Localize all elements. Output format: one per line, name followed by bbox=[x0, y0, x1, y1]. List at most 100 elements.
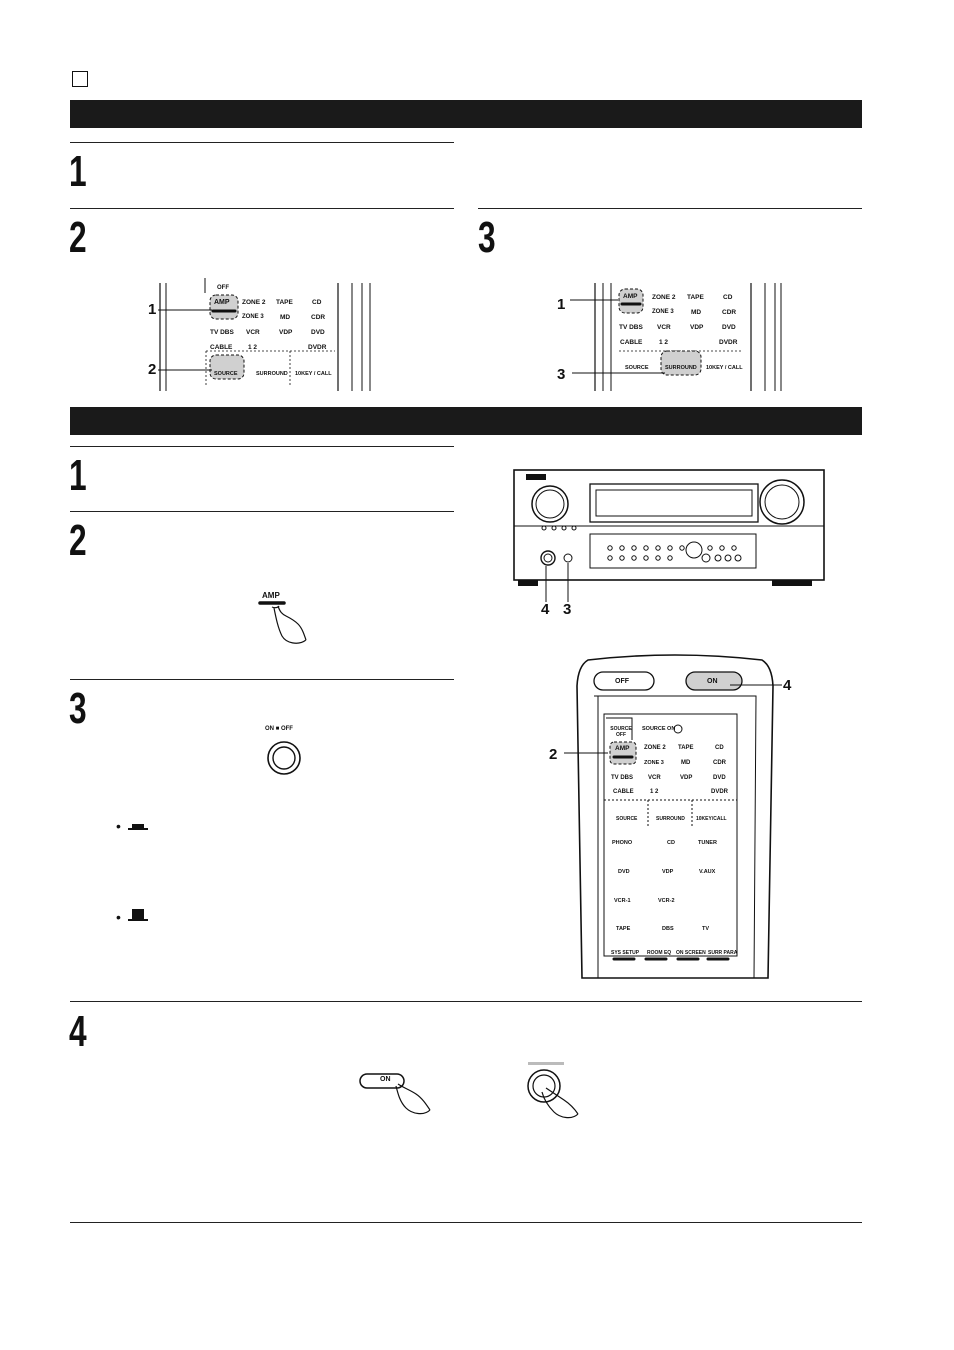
divider bbox=[70, 1001, 862, 1002]
section-header-bar-b bbox=[70, 407, 862, 435]
checkbox-icon bbox=[72, 71, 88, 87]
callout-leaders-a3 bbox=[570, 299, 665, 374]
room-eq-label: ROOM EQ bbox=[647, 950, 672, 956]
av-receiver-illustration bbox=[513, 469, 825, 602]
md-label: MD bbox=[280, 314, 291, 321]
tvdbs-label: TV DBS bbox=[619, 324, 643, 331]
remote-partial-labels: OFF AMP ZONE 2 TAPE CD ZONE 3 MD CDR TV … bbox=[140, 283, 380, 393]
power-switch-press-icon bbox=[527, 1062, 579, 1119]
step-number: 2 bbox=[69, 516, 87, 565]
amp-button-press-icon bbox=[258, 601, 307, 644]
md-label: MD bbox=[691, 309, 702, 316]
vcr-label: VCR bbox=[657, 324, 671, 331]
10key-label: 10KEY / CALL bbox=[295, 371, 332, 377]
callout-leaders-remote bbox=[564, 684, 782, 754]
callout-1: 1 bbox=[557, 296, 566, 313]
power-switch-label: ON ■ OFF bbox=[265, 726, 293, 732]
vaux-label: V.AUX bbox=[699, 869, 716, 875]
cd-label: CD bbox=[312, 299, 322, 306]
divider bbox=[70, 1222, 862, 1223]
step-number: 2 bbox=[69, 213, 87, 262]
callout-3: 3 bbox=[557, 366, 566, 383]
step-number: 1 bbox=[69, 451, 87, 500]
amp-label: AMP bbox=[214, 299, 230, 306]
cable-label: CABLE bbox=[620, 339, 643, 346]
remote-control-labels: OFF ON SOURCE OFF SOURCE ON AMP ZONE 2 T… bbox=[570, 656, 780, 981]
dvd-label: DVD bbox=[722, 324, 736, 331]
cdr-label: CDR bbox=[311, 314, 326, 321]
switch-on-position-icon bbox=[128, 824, 148, 830]
source-mode-label: SOURCE bbox=[616, 816, 638, 822]
vdp-label: VDP bbox=[680, 775, 693, 781]
cd-input-label: CD bbox=[667, 840, 675, 846]
off-button-label: OFF bbox=[615, 678, 629, 685]
vcr1-label: VCR-1 bbox=[614, 898, 631, 904]
divider bbox=[70, 679, 454, 680]
callout-2: 2 bbox=[148, 361, 157, 378]
sys-setup-label: SYS SETUP bbox=[611, 950, 640, 956]
zone2-label: ZONE 2 bbox=[652, 294, 676, 301]
10key-label: 10KEY / CALL bbox=[706, 365, 743, 371]
surr-para-label: SURR PARA bbox=[708, 950, 738, 956]
dvdr-label: DVDR bbox=[308, 344, 327, 351]
zone2-label: ZONE 2 bbox=[242, 299, 266, 306]
power-switch-icon bbox=[267, 741, 301, 775]
cable-label: CABLE bbox=[210, 344, 233, 351]
amp-label: AMP bbox=[623, 293, 638, 300]
dvd-input-label: DVD bbox=[618, 869, 630, 875]
divider bbox=[70, 511, 454, 512]
cable-label: CABLE bbox=[613, 789, 634, 795]
dbs-label: DBS bbox=[662, 926, 674, 932]
vdp-label: VDP bbox=[690, 324, 704, 331]
off-label: OFF bbox=[217, 285, 229, 291]
source-off-label: SOURCE OFF bbox=[610, 726, 632, 738]
on-button-label: ON bbox=[707, 678, 718, 685]
remote-control-illustration bbox=[576, 654, 774, 979]
source-label: SOURCE bbox=[214, 371, 238, 377]
step-number: 1 bbox=[69, 147, 87, 196]
12-label: 1 2 bbox=[659, 339, 669, 346]
source-label: SOURCE bbox=[625, 365, 649, 371]
vcr2-label: VCR-2 bbox=[658, 898, 675, 904]
cd-label: CD bbox=[715, 745, 724, 751]
bullet-icon: • bbox=[116, 909, 121, 925]
tape-label: TAPE bbox=[678, 745, 694, 751]
vcr-label: VCR bbox=[648, 775, 661, 781]
tvdbs-label: TV DBS bbox=[611, 775, 634, 781]
on-button-label: ON bbox=[380, 1076, 391, 1083]
10key-mode-label: 10KEY/CALL bbox=[696, 816, 727, 822]
vdp-label: VDP bbox=[279, 329, 293, 336]
cdr-label: CDR bbox=[722, 309, 737, 316]
bullet-icon: • bbox=[116, 818, 121, 834]
phono-label: PHONO bbox=[612, 840, 633, 846]
divider bbox=[70, 446, 454, 447]
dvdr-label: DVDR bbox=[719, 339, 738, 346]
remote-partial-illustration bbox=[159, 278, 371, 391]
vcr-label: VCR bbox=[246, 329, 260, 336]
12-label: 1 2 bbox=[248, 344, 258, 351]
amp-label: AMP bbox=[262, 591, 280, 600]
zone3-label: ZONE 3 bbox=[652, 309, 674, 315]
source-on-label: SOURCE ON bbox=[642, 726, 676, 732]
dvdr-label: DVDR bbox=[711, 789, 729, 795]
divider bbox=[478, 208, 862, 209]
tape-label: TAPE bbox=[276, 299, 293, 306]
on-screen-label: ON SCREEN bbox=[676, 950, 706, 956]
surround-label: SURROUND bbox=[256, 371, 288, 377]
tuner-label: TUNER bbox=[698, 840, 717, 846]
callout-4: 4 bbox=[783, 677, 792, 694]
tv-label: TV bbox=[702, 926, 710, 932]
vdp-input-label: VDP bbox=[662, 869, 674, 875]
callout-4: 4 bbox=[541, 601, 550, 618]
step-number: 4 bbox=[69, 1007, 87, 1056]
md-label: MD bbox=[681, 760, 691, 766]
callout-2: 2 bbox=[549, 746, 558, 763]
surround-mode-label: SURROUND bbox=[656, 816, 685, 822]
callout-1: 1 bbox=[148, 301, 157, 318]
zone3-label: ZONE 3 bbox=[644, 760, 664, 766]
12-label: 1 2 bbox=[650, 789, 659, 795]
tvdbs-label: TV DBS bbox=[210, 329, 234, 336]
switch-off-position-icon bbox=[128, 909, 148, 921]
zone3-label: ZONE 3 bbox=[242, 314, 264, 320]
callout-3: 3 bbox=[563, 601, 572, 618]
